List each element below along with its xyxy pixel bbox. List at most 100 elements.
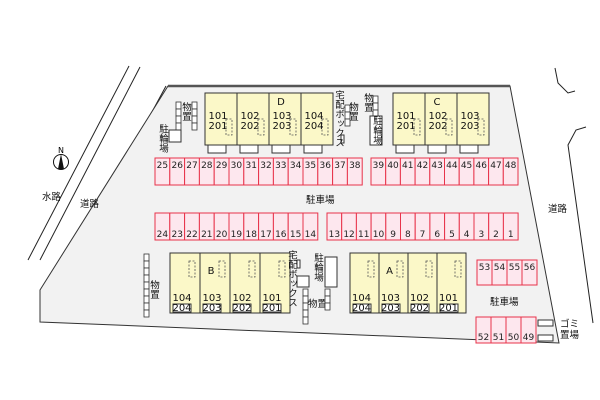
parking-space-number: 54 bbox=[494, 263, 506, 273]
bicycle-shelter bbox=[168, 129, 182, 143]
parking-space-number: 9 bbox=[390, 230, 396, 240]
parking-space-number: 5 bbox=[449, 230, 455, 240]
entry-box bbox=[395, 144, 415, 154]
unit-number-1f: 102 bbox=[232, 293, 251, 304]
unit-number-2f: 204 bbox=[304, 121, 323, 132]
storage-shed bbox=[191, 108, 198, 117]
building-name: B bbox=[208, 266, 215, 277]
storage-label: 物置 bbox=[180, 102, 191, 121]
entry-box bbox=[427, 144, 447, 154]
entry-box bbox=[303, 144, 323, 154]
unit-number-1f: 101 bbox=[439, 293, 458, 304]
parking-space-number: 43 bbox=[431, 161, 442, 171]
unit-number-1f: 103 bbox=[202, 293, 221, 304]
parking-space bbox=[502, 212, 519, 241]
parking-space-number: 4 bbox=[464, 230, 470, 240]
parking-space-number: 31 bbox=[245, 161, 256, 171]
parking-space-number: 53 bbox=[479, 263, 490, 273]
unit-number-2f: 202 bbox=[428, 121, 447, 132]
parking-label-main: 駐車場 bbox=[306, 194, 335, 206]
parking-space-number: 15 bbox=[290, 230, 301, 240]
delivery-box-label: 宅配ボックス bbox=[286, 250, 297, 307]
storage-shed bbox=[143, 253, 150, 262]
storage-shed bbox=[191, 101, 198, 110]
stairs bbox=[396, 260, 404, 278]
parking-space-number: 7 bbox=[420, 230, 426, 240]
storage-shed bbox=[372, 102, 379, 111]
parking-space-number: 41 bbox=[402, 161, 413, 171]
stairs bbox=[218, 260, 226, 278]
apartment-unit bbox=[236, 92, 270, 146]
stairs bbox=[413, 118, 421, 136]
unit-number-1f: 102 bbox=[428, 111, 447, 122]
storage-shed bbox=[302, 288, 309, 297]
parking-space-number: 20 bbox=[216, 230, 228, 240]
parking-space-number: 39 bbox=[373, 161, 385, 171]
storage-label: 物置 bbox=[362, 93, 373, 112]
storage-shed bbox=[175, 122, 182, 131]
storage-label: 物置 bbox=[148, 280, 159, 299]
entry-box bbox=[232, 303, 252, 313]
building-name: D bbox=[277, 97, 285, 108]
parking-space-number: 36 bbox=[319, 161, 331, 171]
parking-space-number: 32 bbox=[260, 161, 271, 171]
unit-number-1f: 102 bbox=[240, 111, 259, 122]
parking-space-number: 11 bbox=[358, 230, 369, 240]
entry-box bbox=[352, 303, 372, 313]
compass-icon: N bbox=[53, 146, 69, 170]
parking-space-number: 42 bbox=[417, 161, 428, 171]
delivery-box-label: 宅配ボックス bbox=[333, 90, 344, 147]
compass-label: N bbox=[58, 146, 64, 155]
unit-number-1f: 101 bbox=[396, 111, 415, 122]
parking-space-number: 56 bbox=[524, 263, 536, 273]
unit-number-2f: 202 bbox=[232, 303, 251, 314]
parking-space-number: 51 bbox=[493, 333, 504, 343]
parking-space-number: 26 bbox=[171, 161, 183, 171]
entry-box bbox=[172, 303, 192, 313]
unit-number-2f: 202 bbox=[240, 121, 259, 132]
bicycle-parking-label: 駐輪場 bbox=[371, 116, 382, 145]
unit-number-2f: 203 bbox=[460, 121, 479, 132]
parking-space-number: 13 bbox=[329, 230, 340, 240]
entry-box bbox=[262, 303, 282, 313]
entry-box bbox=[202, 303, 222, 313]
parking-space bbox=[520, 316, 537, 344]
parking-space-number: 38 bbox=[349, 161, 361, 171]
stairs bbox=[278, 260, 286, 278]
storage-shed bbox=[324, 302, 331, 311]
bicycle-parking-label: 駐輪場 bbox=[312, 253, 323, 282]
unit-number-2f: 201 bbox=[208, 121, 227, 132]
parking-space-number: 29 bbox=[216, 161, 228, 171]
stairs bbox=[289, 118, 297, 136]
parking-space-number: 21 bbox=[201, 230, 212, 240]
unit-number-1f: 103 bbox=[460, 111, 479, 122]
storage-label: 物置 bbox=[308, 298, 327, 310]
parking-space-number: 55 bbox=[509, 263, 520, 273]
unit-number-1f: 102 bbox=[410, 293, 429, 304]
storage-shed bbox=[143, 302, 150, 311]
parking-space-number: 28 bbox=[201, 161, 213, 171]
stairs bbox=[425, 260, 433, 278]
storage-shed bbox=[191, 115, 198, 124]
parking-space-number: 6 bbox=[434, 230, 440, 240]
parking-space-number: 12 bbox=[343, 230, 354, 240]
facilities bbox=[143, 95, 554, 342]
bicycle-shelter bbox=[369, 115, 383, 146]
parking-space bbox=[502, 157, 519, 186]
parking-space-number: 50 bbox=[508, 333, 520, 343]
unit-number-1f: 103 bbox=[381, 293, 400, 304]
entry-box bbox=[410, 303, 430, 313]
parking-space-number: 45 bbox=[461, 161, 472, 171]
stairs bbox=[321, 118, 329, 136]
unit-number-2f: 202 bbox=[410, 303, 429, 314]
stairs bbox=[454, 260, 462, 278]
buildings: 101201102202103203104204D101201102202103… bbox=[169, 92, 490, 314]
parking-space-number: 17 bbox=[260, 230, 271, 240]
unit-number-2f: 204 bbox=[352, 303, 371, 314]
unit-number-2f: 204 bbox=[172, 303, 191, 314]
